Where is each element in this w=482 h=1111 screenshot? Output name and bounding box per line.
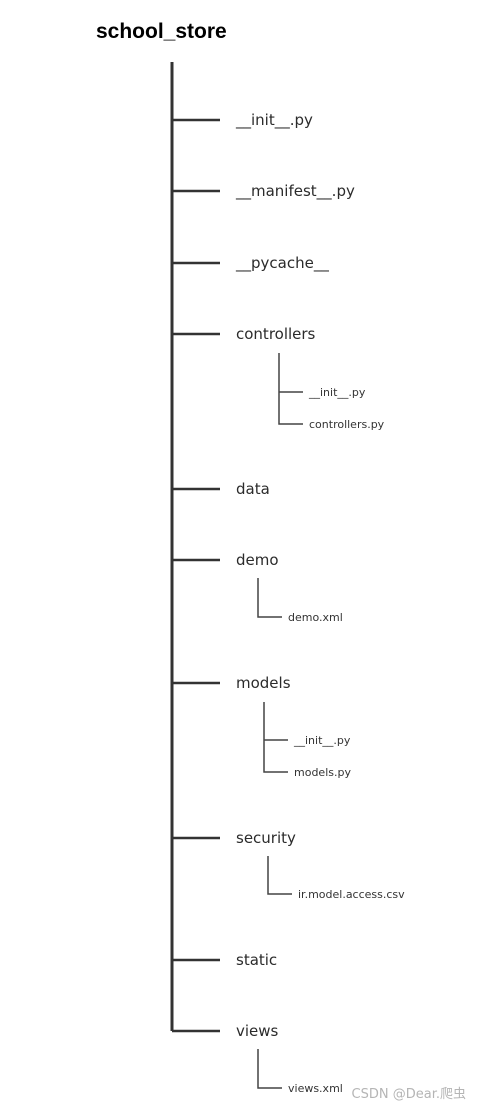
child-connector [267,856,292,895]
node-pycache: __pycache__ [235,254,329,273]
child-views-xml: views.xml [288,1082,343,1095]
child-ir-model-access-csv: ir.model.access.csv [298,888,405,901]
node-manifest-py: __manifest__.py [235,182,355,201]
branch-group: __init__.py __manifest__.py __pycache__ … [172,111,355,1040]
views-children: views.xml [257,1049,343,1095]
node-views: views [236,1022,279,1040]
root-folder-label: school_store [96,20,227,43]
node-demo: demo [236,551,279,569]
controllers-children: __init__.py controllers.py [278,353,385,431]
child-demo-xml: demo.xml [288,611,343,624]
node-security: security [236,829,296,847]
watermark-text: CSDN @Dear.爬虫 [352,1087,466,1102]
child-models-init-py: __init__.py [293,734,351,747]
security-children: ir.model.access.csv [267,856,405,901]
node-controllers: controllers [236,325,316,343]
demo-children: demo.xml [257,578,343,624]
models-children: __init__.py models.py [263,702,351,779]
node-data: data [236,480,270,498]
child-controllers-py: controllers.py [309,418,385,431]
node-static: static [236,951,277,969]
child-controllers-init-py: __init__.py [308,386,366,399]
node-init-py: __init__.py [235,111,313,130]
child-connector [257,578,282,618]
child-connector [257,1049,282,1089]
child-connector [263,702,288,773]
child-connector [278,353,303,425]
node-models: models [236,674,291,692]
child-models-py: models.py [294,766,351,779]
